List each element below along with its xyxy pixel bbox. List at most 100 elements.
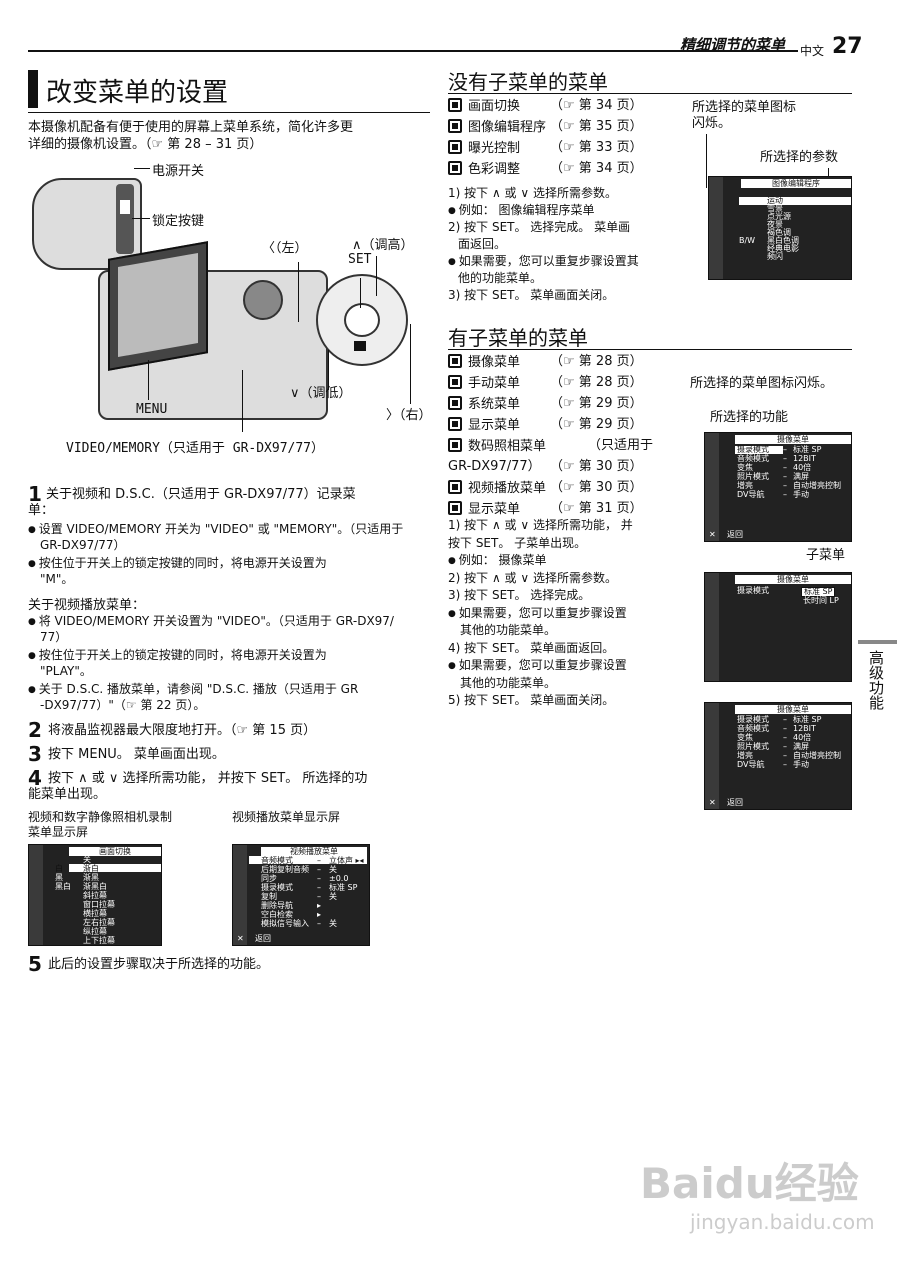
screen-item: DV导航 <box>737 760 765 769</box>
leader-up <box>376 256 377 296</box>
screen-highlight <box>249 856 367 864</box>
step-4-text-2: 能菜单出现。 <box>28 787 107 802</box>
menu-label: 画面切换 <box>468 99 521 114</box>
screen-tag: 黑白 <box>55 882 71 891</box>
step-1-bullet-1-cont: GR-DX97/77） <box>40 538 126 552</box>
screen-sep: – <box>783 463 787 472</box>
screen-item: 增亮 <box>737 751 753 760</box>
leader-set <box>360 278 361 308</box>
menu-label: 手动菜单 <box>468 376 521 391</box>
menu-icon <box>448 417 462 431</box>
title-marker <box>28 70 38 108</box>
screen-title: 画面切换 <box>69 847 161 856</box>
step-1-number: 1 <box>28 482 42 506</box>
step-line: 5) 按下 SET。 菜单画面关闭。 <box>448 693 615 707</box>
screen-item: 空白检索 <box>261 910 293 919</box>
screen-item: 摄录模式 <box>737 445 769 454</box>
screen-item: 删除导航 <box>261 901 293 910</box>
step-line: 如果需要，您可以重复步骤设置 <box>448 606 627 622</box>
screen-icon-column <box>705 573 719 681</box>
close-icon: ✕ <box>237 934 244 943</box>
menu-item: 画面切换 <box>448 98 520 115</box>
menu-item: 图像编辑程序 <box>448 119 546 136</box>
step-1-bullet-4: 按住位于开关上的锁定按键的同时，将电源开关设置为 <box>28 648 327 664</box>
step-line: 其他的功能菜单。 <box>460 623 557 637</box>
screen-item: 变焦 <box>737 733 753 742</box>
screen-option: 纵拉幕 <box>83 927 107 936</box>
menu-page-ref: （☞ 第 30 页） <box>550 459 643 474</box>
menu-page-ref: （☞ 第 34 页） <box>550 98 643 113</box>
menu-item: 视频播放菜单 <box>448 480 546 497</box>
step-5-text: 此后的设置步骤取决于所选择的功能。 <box>48 957 270 972</box>
label-left: 〈（左） <box>262 241 308 256</box>
section-no-submenu: 没有子菜单的菜单 <box>448 70 608 94</box>
menu-item: 曝光控制 <box>448 140 520 157</box>
screen-value: 自动增亮控制 <box>793 751 841 760</box>
step-5-number: 5 <box>28 952 42 976</box>
menu-item: 手动菜单 <box>448 375 520 392</box>
screen-item: 同步 <box>261 874 277 883</box>
screen-value: 满屏 <box>793 472 809 481</box>
screen-icon-column <box>709 177 723 279</box>
screen-sep: – <box>317 856 321 865</box>
step-line: 3) 按下 SET。 菜单画面关闭。 <box>448 288 615 302</box>
screen-item: 照片模式 <box>737 472 769 481</box>
screen-sep: – <box>317 865 321 874</box>
menu-item: 系统菜单 <box>448 396 520 413</box>
menu-page-ref: （☞ 第 35 页） <box>550 119 643 134</box>
menu-label: 色彩调整 <box>468 162 521 177</box>
step-line: 按下 SET。 子菜单出现。 <box>448 535 587 550</box>
step-1-bullet-4-cont: "PLAY"。 <box>40 664 92 678</box>
menu-page-ref: （☞ 第 33 页） <box>550 140 643 155</box>
screen-option: 夜景 <box>767 220 783 229</box>
screen-item: 音频模式 <box>737 454 769 463</box>
menu-label: 摄像菜单 <box>468 355 521 370</box>
header-title: 精细调节的菜单 <box>680 36 786 54</box>
step-line: 面返回。 <box>458 237 507 251</box>
caption-record-menu: 视频和数字静像照相机录制 <box>28 810 173 824</box>
submenu-option-1: 标准 SP <box>801 587 836 597</box>
step-line: 3) 按下 SET。 选择完成。 <box>448 588 591 602</box>
note-submenu: 子菜单 <box>806 548 846 563</box>
step-4-text: 按下 ∧ 或 ∨ 选择所需功能， 并按下 SET。 所选择的功 <box>48 771 368 786</box>
step-line: 例如： 图像编辑程序菜单 <box>448 203 595 219</box>
leader-menu <box>148 360 149 400</box>
step-2-text: 将液晶监视器最大限度地打开。（☞ 第 15 页） <box>48 723 317 738</box>
screen-item: 增亮 <box>737 481 753 490</box>
side-tab-label: 高级功能 <box>867 650 885 710</box>
section-with-submenu: 有子菜单的菜单 <box>448 326 588 350</box>
screen-highlight <box>739 197 851 205</box>
screen-item: 照片模式 <box>737 742 769 751</box>
screen-sep: – <box>783 724 787 733</box>
screen-icon-column <box>705 703 719 809</box>
screen-highlight <box>69 864 161 872</box>
step-1-bullet-5-cont: -DX97/77）"（☞ 第 22 页）。 <box>40 698 206 712</box>
menu-label: 数码照相菜单 <box>468 439 547 454</box>
power-switch <box>116 184 134 254</box>
screen-tag: 白 <box>55 864 63 873</box>
step-1-text-2: 单： <box>28 503 55 518</box>
screen-icon-column <box>705 433 719 541</box>
note-selected-param: 所选择的参数 <box>760 150 839 165</box>
menu-item: 显示菜单 <box>448 501 520 518</box>
watermark-url: jingyan.baidu.com <box>690 1210 875 1234</box>
menu-icon <box>448 375 462 389</box>
screen-value: ±0.0 <box>329 874 349 883</box>
menu-icon <box>448 98 462 112</box>
step-line: 例如： 摄像菜单 <box>448 553 547 569</box>
page-title: 改变菜单的设置 <box>46 78 229 108</box>
screen-sep: – <box>783 760 787 769</box>
screen-item: 音频模式 <box>261 856 293 865</box>
label-menu: MENU <box>136 402 168 417</box>
submenu-option-2: 长时间 LP <box>803 596 839 605</box>
screen-option: 频闪 <box>767 252 783 261</box>
screen-option: 左右拉幕 <box>83 918 115 927</box>
screen-option: 渐黑 <box>83 873 99 882</box>
step-line: 1) 按下 ∧ 或 ∨ 选择所需功能， 并 <box>448 518 633 532</box>
menu-page-ref: （☞ 第 28 页） <box>550 354 643 369</box>
label-power-switch: 电源开关 <box>152 164 205 179</box>
watermark-brand: Baidu经验 <box>640 1159 859 1208</box>
